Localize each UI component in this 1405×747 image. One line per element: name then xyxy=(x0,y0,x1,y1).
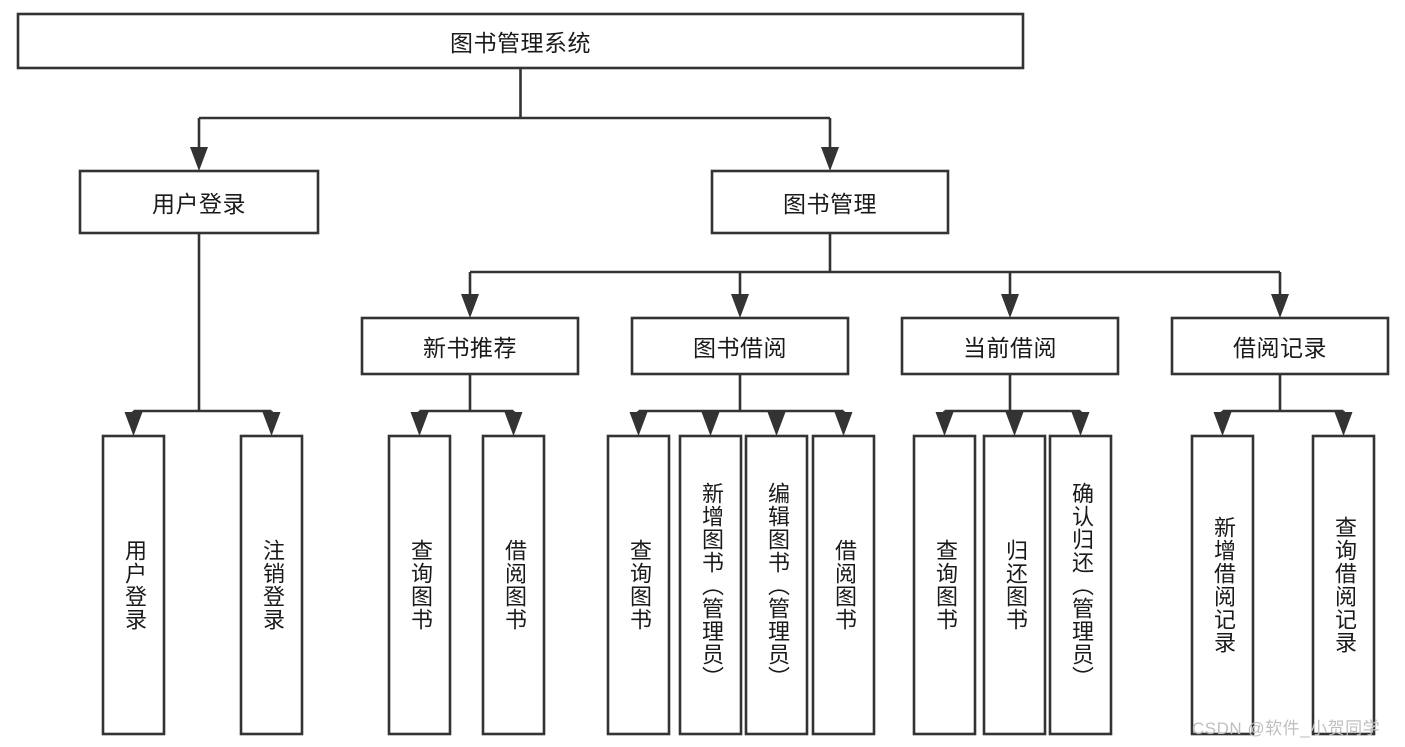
arrow-borrow-record-to-leaf-add-record xyxy=(1213,412,1232,436)
arrow-root-to-book-management xyxy=(821,147,839,171)
node-box-user-login xyxy=(78,169,320,235)
node-box-leaf-return-book xyxy=(982,434,1047,736)
arrow-current-borrow-to-leaf-query-book-3 xyxy=(935,412,954,436)
csdn-watermark: CSDN @软件_小贺同学 xyxy=(1192,719,1381,738)
node-box-leaf-query-record xyxy=(1311,434,1376,736)
node-box-root xyxy=(16,12,1025,70)
node-box-leaf-query-book-1 xyxy=(387,434,452,736)
arrow-bookmgmt-to-book-borrow xyxy=(731,294,749,318)
connector-lines xyxy=(124,68,1353,436)
node-box-leaf-add-record xyxy=(1190,434,1255,736)
node-box-leaf-borrow-book-2 xyxy=(811,434,876,736)
node-box-new-book-recommend xyxy=(360,316,580,376)
node-box-leaf-edit-book xyxy=(744,434,809,736)
node-box-borrow-record xyxy=(1170,316,1390,376)
arrow-book-borrow-to-leaf-edit-book xyxy=(767,412,786,436)
arrow-root-to-user-login xyxy=(190,147,208,171)
node-box-book-management xyxy=(710,169,950,235)
arrow-book-borrow-to-leaf-query-book-2 xyxy=(629,412,648,436)
arrow-current-borrow-to-leaf-confirm-return xyxy=(1071,412,1090,436)
arrow-book-borrow-to-leaf-add-book xyxy=(701,412,720,436)
node-boxes xyxy=(16,12,1390,736)
arrow-borrow-record-to-leaf-query-record xyxy=(1334,412,1353,436)
arrow-new-book-recommend-to-leaf-query-book-1 xyxy=(410,412,429,436)
node-box-leaf-user-login xyxy=(101,434,166,736)
node-box-leaf-add-book xyxy=(678,434,743,736)
arrow-bookmgmt-to-current-borrow xyxy=(1001,294,1019,318)
node-box-leaf-confirm-return xyxy=(1048,434,1113,736)
arrow-bookmgmt-to-borrow-record xyxy=(1271,294,1289,318)
node-box-leaf-query-book-2 xyxy=(606,434,671,736)
node-box-book-borrow xyxy=(630,316,850,376)
arrow-current-borrow-to-leaf-return-book xyxy=(1005,412,1024,436)
node-box-current-borrow xyxy=(900,316,1120,376)
arrow-user-login-to-leaf-user-login xyxy=(124,412,143,436)
arrow-book-borrow-to-leaf-borrow-book-2 xyxy=(834,412,853,436)
arrow-bookmgmt-to-new-book-recommend xyxy=(461,294,479,318)
arrow-user-login-to-leaf-logout xyxy=(262,412,281,436)
node-box-leaf-query-book-3 xyxy=(912,434,977,736)
node-box-leaf-logout xyxy=(239,434,304,736)
arrow-new-book-recommend-to-leaf-borrow-book-1 xyxy=(504,412,523,436)
node-box-leaf-borrow-book-1 xyxy=(481,434,546,736)
